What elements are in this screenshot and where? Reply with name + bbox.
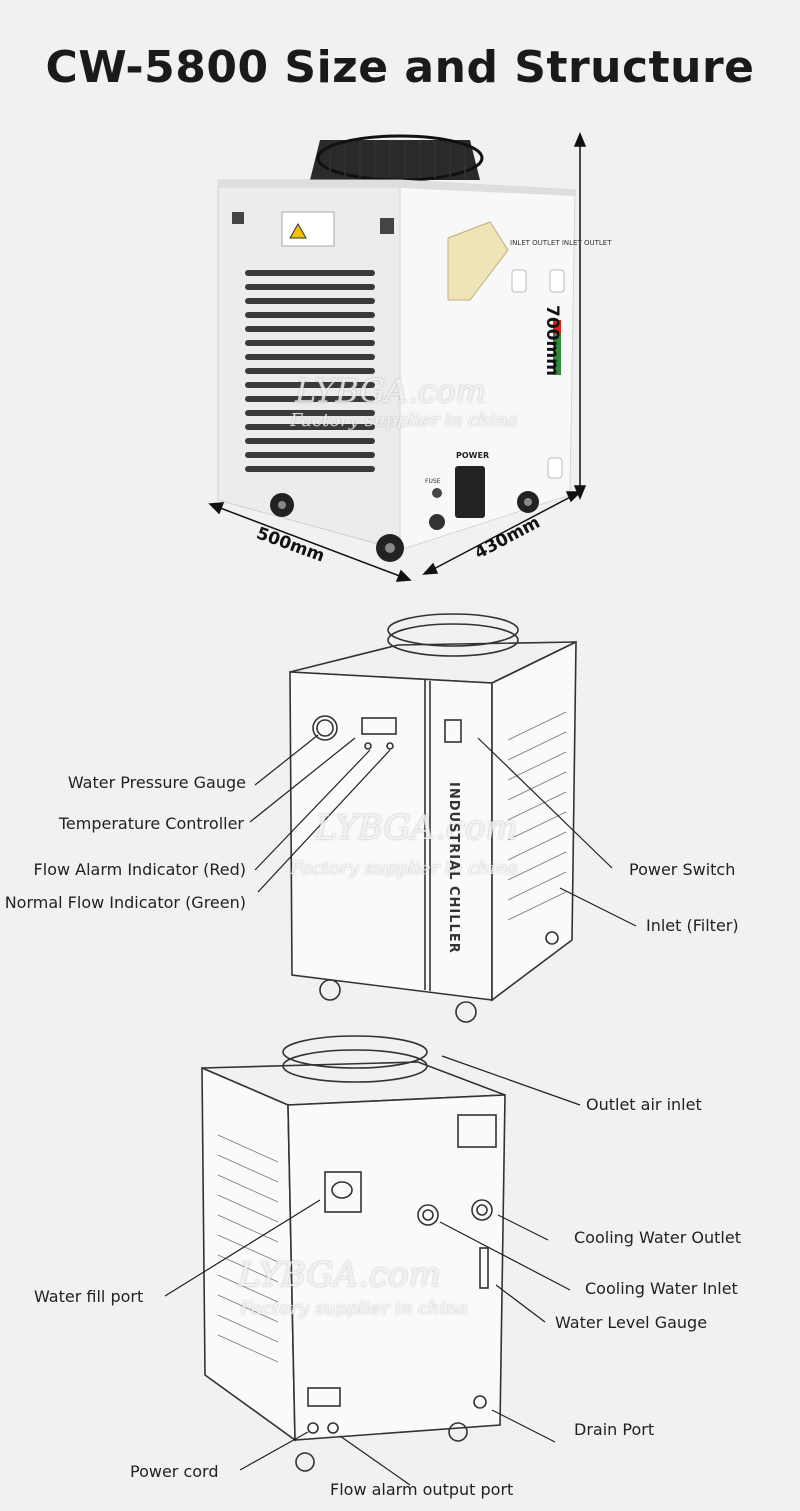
callout-power-switch: Power Switch <box>629 860 736 879</box>
watermark-brand-3: LYBGA.com <box>238 1255 441 1295</box>
watermark-tagline-3: Factory supplier in china <box>240 1298 468 1319</box>
callout-flow-alarm-indicator: Flow Alarm Indicator (Red) <box>33 860 246 879</box>
callout-normal-flow-indicator: Normal Flow Indicator (Green) <box>4 893 246 912</box>
callout-drain-port: Drain Port <box>574 1420 655 1439</box>
callout-water-level-gauge: Water Level Gauge <box>555 1313 708 1332</box>
top-fan-icon <box>310 134 484 182</box>
dim-height: 700mm <box>542 305 562 376</box>
callout-cooling-water-outlet: Cooling Water Outlet <box>574 1228 741 1247</box>
watermark-brand-1: LYBGA.com <box>295 372 486 410</box>
callout-temperature-controller: Temperature Controller <box>58 814 244 833</box>
watermark-tagline-1: Factory supplier in china <box>290 410 518 431</box>
watermark-brand-2: LYBGA.com <box>315 808 518 848</box>
fuse-text: FUSE <box>425 478 441 485</box>
callout-outlet-air-inlet: Outlet air inlet <box>586 1095 702 1114</box>
callout-power-cord: Power cord <box>130 1462 219 1481</box>
page-title: CW-5800 Size and Structure <box>45 42 755 93</box>
panel-text: INDUSTRIAL CHILLER <box>446 782 461 954</box>
port-header: INLET OUTLET INLET OUTLET <box>510 239 612 247</box>
watermark-tagline-2: Factory supplier in china <box>290 858 518 879</box>
side-vents <box>245 270 375 472</box>
callout-water-pressure-gauge: Water Pressure Gauge <box>67 773 246 792</box>
callout-cooling-water-inlet: Cooling Water Inlet <box>585 1279 738 1298</box>
callout-inlet-filter: Inlet (Filter) <box>646 916 739 935</box>
chiller-photo: INLET OUTLET INLET OUTLET POWER FUSE <box>208 132 612 582</box>
power-text: POWER <box>456 451 489 460</box>
callout-water-fill-port: Water fill port <box>34 1287 144 1306</box>
callout-flow-alarm-output-port: Flow alarm output port <box>330 1480 514 1499</box>
